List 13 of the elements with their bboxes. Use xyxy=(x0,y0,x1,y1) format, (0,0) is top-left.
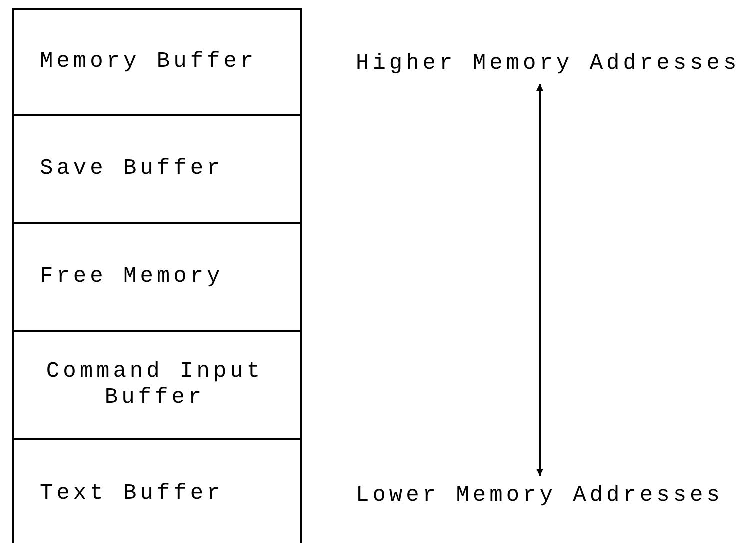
memory-segment-box xyxy=(12,222,302,332)
memory-segment-box xyxy=(12,8,302,116)
segment-label: Save Buffer xyxy=(40,156,224,182)
segment-label: Free Memory xyxy=(40,264,224,290)
segment-label: Higher Memory Addresses xyxy=(356,51,740,77)
segment-label: Lower Memory Addresses xyxy=(356,483,724,509)
memory-segment-box xyxy=(12,330,302,440)
memory-segment-box xyxy=(12,114,302,224)
memory-segment-box xyxy=(12,438,302,543)
segment-label: Command Input Buffer xyxy=(45,359,265,411)
double-arrow xyxy=(536,84,544,476)
segment-label: Text Buffer xyxy=(40,481,224,507)
segment-label: Memory Buffer xyxy=(40,49,258,75)
